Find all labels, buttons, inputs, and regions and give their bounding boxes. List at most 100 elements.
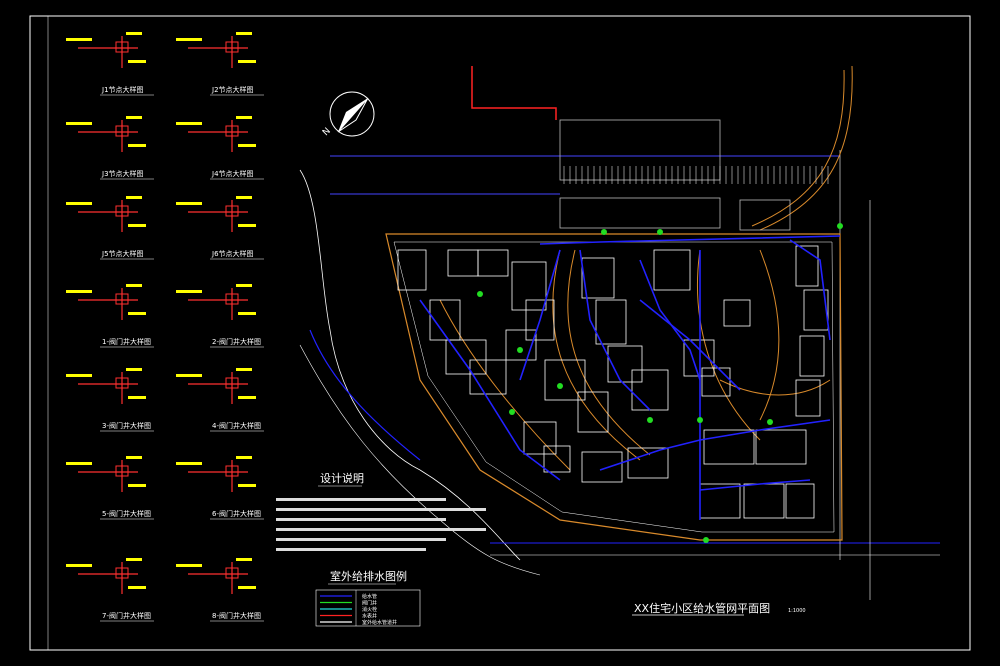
building [523, 421, 557, 455]
detail-drawing: 1-阀门井大样图 [66, 284, 154, 348]
valve-icon [647, 417, 653, 423]
note-line [276, 508, 486, 511]
building [743, 483, 785, 519]
building [701, 367, 731, 397]
site-context [299, 65, 940, 600]
valve-icon [697, 417, 703, 423]
boundary-line [471, 66, 557, 120]
building [795, 379, 821, 417]
building [544, 359, 586, 401]
building [581, 257, 615, 299]
water-pipe [789, 239, 831, 341]
building [607, 345, 643, 383]
valve-icon [509, 409, 515, 415]
building [447, 249, 479, 277]
main-title: XX住宅小区给水管网平面图 [634, 601, 770, 615]
detail-title: J6节点大样图 [211, 249, 254, 258]
detail-column: J1节点大样图 J2节点大样图 J3节点大样图 J4节点大样图 J5节点大样图 J6节点大… [66, 32, 264, 622]
detail-drawing: 3-阀门井大样图 [66, 368, 154, 432]
detail-drawing: 4-阀门井大样图 [176, 368, 264, 432]
detail-title: 6-阀门井大样图 [212, 509, 261, 518]
north-arrow-icon: N [321, 91, 375, 138]
legend-label: 室外给水管道井 [362, 619, 397, 626]
valve-icon [703, 537, 709, 543]
detail-drawing: J1节点大样图 [66, 32, 154, 96]
valve-icon [601, 229, 607, 235]
detail-title: J5节点大样图 [101, 249, 144, 258]
building [511, 261, 547, 311]
design-notes: 设计说明 [276, 471, 486, 551]
legend-label: 给水管 [362, 593, 377, 600]
water-pipe [639, 259, 701, 381]
legend-label: 水表井 [362, 613, 377, 620]
building [799, 335, 825, 377]
water-pipe [579, 249, 651, 411]
inner-frame [47, 15, 971, 651]
design-notes-title: 设计说明 [320, 471, 364, 485]
building [723, 299, 751, 327]
building [543, 445, 571, 473]
building [469, 359, 507, 395]
water-pipe [639, 299, 741, 391]
building [755, 429, 807, 465]
note-line [276, 548, 426, 551]
detail-title: 2-阀门井大样图 [212, 337, 261, 346]
building [795, 245, 819, 287]
legend-label: 阀门井 [362, 600, 377, 607]
detail-drawing: 8-阀门井大样图 [176, 558, 264, 622]
north-label: N [321, 126, 333, 138]
detail-title: 7-阀门井大样图 [102, 611, 151, 620]
building [627, 447, 669, 479]
building [445, 339, 487, 375]
detail-drawing: J6节点大样图 [176, 196, 264, 260]
valve-icon [837, 223, 843, 229]
water-pipe [419, 299, 561, 481]
building [477, 249, 509, 277]
detail-drawing: J2节点大样图 [176, 32, 264, 96]
scale-note: 1:1000 [788, 608, 806, 614]
valve-icon [657, 229, 663, 235]
detail-title: 5-阀门井大样图 [102, 509, 151, 518]
detail-drawing: J4节点大样图 [176, 116, 264, 180]
detail-title: J4节点大样图 [211, 169, 254, 178]
building [397, 249, 427, 291]
detail-drawing: J5节点大样图 [66, 196, 154, 260]
detail-drawing: 5-阀门井大样图 [66, 456, 154, 520]
water-pipe [539, 235, 841, 245]
valve-icon [557, 383, 563, 389]
building [525, 299, 555, 341]
building [631, 369, 669, 411]
building [785, 483, 815, 519]
building [429, 299, 461, 341]
detail-title: 8-阀门井大样图 [212, 611, 261, 620]
building [803, 289, 829, 331]
community-plan [385, 223, 843, 543]
building [505, 329, 537, 361]
water-pipe [519, 249, 561, 381]
building [703, 429, 755, 465]
note-line [276, 538, 446, 541]
valve-icon [477, 291, 483, 297]
building [577, 391, 609, 433]
legend-title: 室外给排水图例 [330, 569, 407, 583]
water-pipe [699, 479, 811, 491]
legend-label: 消火栓 [362, 606, 377, 613]
note-line [276, 498, 446, 501]
detail-title: J1节点大样图 [101, 85, 144, 94]
detail-drawing: J3节点大样图 [66, 116, 154, 180]
detail-title: J3节点大样图 [101, 169, 144, 178]
detail-drawing: 2-阀门井大样图 [176, 284, 264, 348]
building [581, 451, 623, 483]
valve-icon [767, 419, 773, 425]
building [653, 249, 691, 291]
detail-title: 3-阀门井大样图 [102, 421, 151, 430]
community-outline [385, 233, 843, 541]
detail-drawing: 7-阀门井大样图 [66, 558, 154, 622]
detail-title: J2节点大样图 [211, 85, 254, 94]
note-line [276, 518, 446, 521]
detail-title: 4-阀门井大样图 [212, 421, 261, 430]
valve-icon [517, 347, 523, 353]
detail-title: 1-阀门井大样图 [102, 337, 151, 346]
